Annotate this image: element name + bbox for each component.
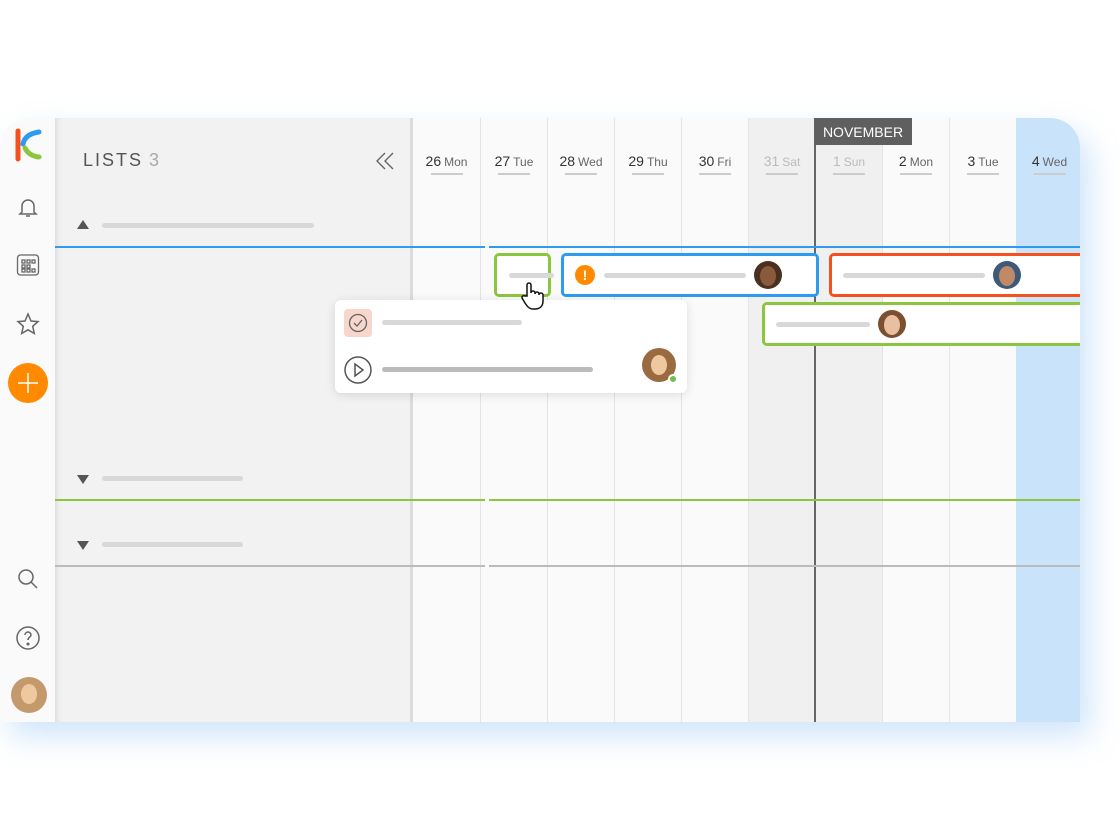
day-number: 1 <box>832 153 841 169</box>
day-name: Sun <box>843 155 866 169</box>
lists-count: 3 <box>149 150 162 170</box>
collapse-icon[interactable] <box>370 146 400 176</box>
day-name: Wed <box>1042 155 1068 169</box>
day-underline <box>632 173 664 175</box>
day-number: 31 <box>763 153 780 169</box>
task-card[interactable] <box>829 253 1080 297</box>
day-name: Sat <box>782 155 801 169</box>
help-icon[interactable] <box>13 623 43 653</box>
day-underline <box>498 173 530 175</box>
month-boundary <box>814 118 816 722</box>
add-icon[interactable] <box>8 363 48 403</box>
logo[interactable] <box>13 128 43 162</box>
check-icon[interactable] <box>344 309 372 337</box>
month-label: NOVEMBER <box>814 118 912 145</box>
task-popup <box>335 300 687 393</box>
list-separator <box>55 565 485 567</box>
day-number: 28 <box>559 153 576 169</box>
day-number: 2 <box>898 153 907 169</box>
play-icon[interactable] <box>344 356 372 389</box>
day-name: Tue <box>978 155 999 169</box>
list-separator <box>55 246 485 248</box>
avatar <box>754 261 782 289</box>
day-underline <box>1033 173 1066 175</box>
star-icon[interactable] <box>13 309 43 339</box>
day-underline <box>565 173 597 175</box>
day-underline <box>766 173 798 175</box>
day-underline <box>430 173 463 175</box>
list-separator <box>55 499 485 501</box>
day-name: Mon <box>444 155 468 169</box>
alert-icon: ! <box>575 265 595 285</box>
expand-toggle[interactable] <box>77 541 89 550</box>
avatar <box>878 310 906 338</box>
expand-toggle[interactable] <box>77 220 89 229</box>
day-name: Fri <box>717 155 732 169</box>
day-name: Thu <box>646 155 668 169</box>
list-separator <box>489 246 1080 248</box>
day-number: 27 <box>494 153 511 169</box>
nav-rail <box>0 118 55 722</box>
avatar <box>993 261 1021 289</box>
task-card[interactable] <box>762 302 1080 346</box>
day-name: Mon <box>909 155 934 169</box>
list-name-2[interactable] <box>102 476 243 481</box>
panel-divider[interactable] <box>410 118 413 722</box>
lists-title-label: LISTS <box>83 150 144 170</box>
expand-toggle[interactable] <box>77 475 89 484</box>
grid-icon[interactable] <box>13 250 43 280</box>
bell-icon[interactable] <box>13 192 43 222</box>
day-name: Tue <box>513 155 534 169</box>
list-separator <box>489 499 1080 501</box>
day-number: 3 <box>967 153 976 169</box>
list-separator <box>489 565 1080 567</box>
day-number: 29 <box>628 153 644 169</box>
task-card[interactable]: ! <box>561 253 819 297</box>
day-underline <box>967 173 999 175</box>
day-number: 26 <box>425 153 442 169</box>
avatar[interactable] <box>11 677 47 713</box>
day-underline <box>833 173 865 175</box>
day-number: 30 <box>698 153 715 169</box>
day-underline <box>699 173 731 175</box>
task-card[interactable] <box>494 253 554 297</box>
hand-cursor-icon <box>520 282 544 315</box>
online-status <box>668 374 678 384</box>
list-name-1[interactable] <box>102 223 314 228</box>
day-underline <box>900 173 932 175</box>
list-name-3[interactable] <box>102 542 243 547</box>
search-icon[interactable] <box>13 564 43 594</box>
day-name: Wed <box>578 155 603 169</box>
day-number: 4 <box>1031 153 1040 169</box>
